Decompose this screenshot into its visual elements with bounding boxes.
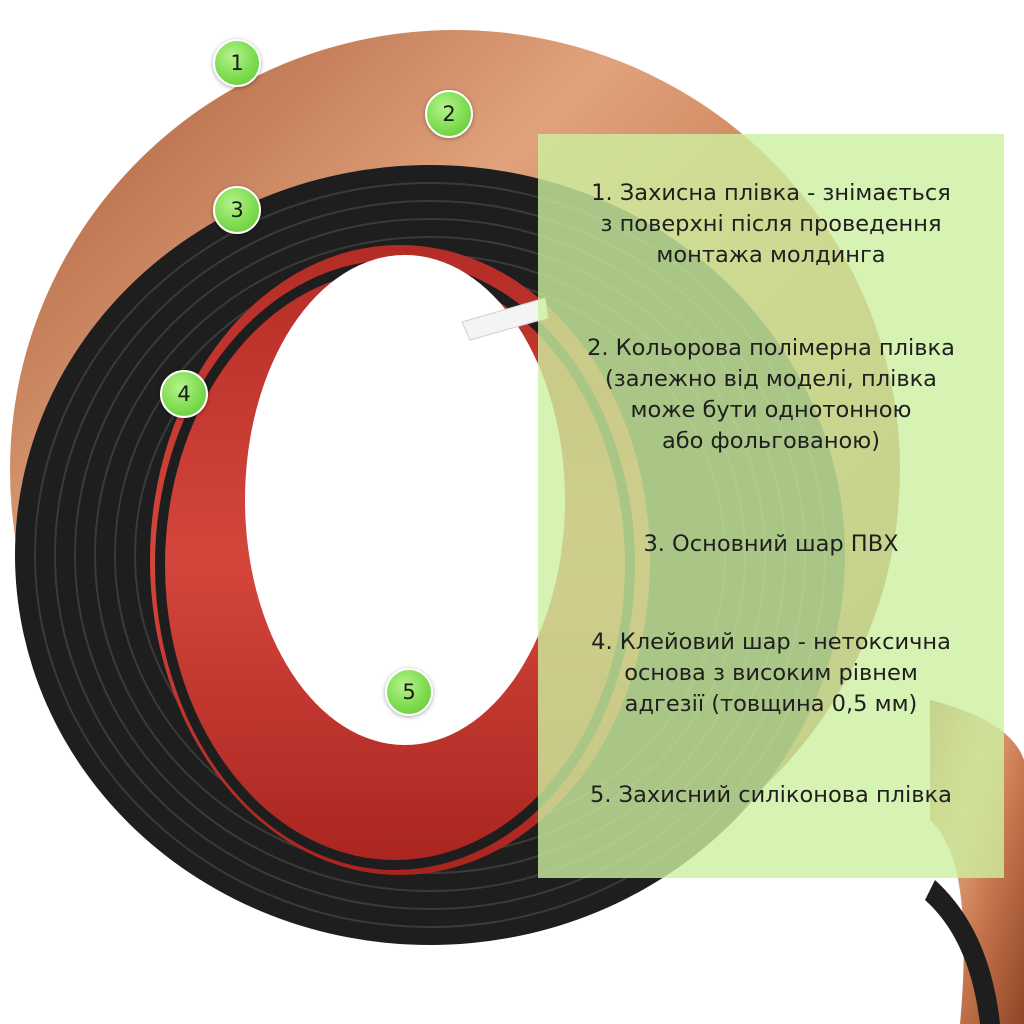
- legend-item-protective-film: 1. Захисна плівка - знімається з поверхн…: [546, 178, 996, 271]
- legend-line: 1. Захисна плівка - знімається: [591, 180, 951, 206]
- legend-line: 2. Кольорова полімерна плівка: [587, 335, 955, 361]
- callout-marker-2: 2: [425, 90, 473, 138]
- callout-marker-5: 5: [385, 668, 433, 716]
- legend-item-color-film: 2. Кольорова полімерна плівка (залежно в…: [546, 333, 996, 457]
- legend-panel: 1. Захисна плівка - знімається з поверхн…: [538, 134, 1004, 878]
- legend-line: 4. Клейовий шар - нетоксична: [591, 629, 951, 655]
- legend-line: адгезії (товщина 0,5 мм): [624, 691, 918, 717]
- legend-line: 5. Захисний силіконова плівка: [590, 782, 952, 808]
- callout-marker-1: 1: [213, 39, 261, 87]
- legend-item-pvc-base: 3. Основний шар ПВХ: [546, 529, 996, 560]
- legend-line: 3. Основний шар ПВХ: [643, 531, 899, 557]
- legend-line: монтажа молдинга: [656, 242, 886, 268]
- roll-center-hole: [245, 255, 565, 745]
- tail-dark-edge: [925, 880, 1000, 1024]
- legend-line: або фольгованою): [661, 428, 881, 454]
- legend-line: (залежно від моделі, плівка: [605, 366, 937, 392]
- callout-marker-4: 4: [160, 370, 208, 418]
- callout-marker-3: 3: [213, 186, 261, 234]
- legend-item-silicone-liner: 5. Захисний силіконова плівка: [546, 780, 996, 811]
- legend-line: з поверхні після проведення: [600, 211, 942, 237]
- legend-item-adhesive: 4. Клейовий шар - нетоксична основа з ви…: [546, 627, 996, 720]
- legend-line: основа з високим рівнем: [624, 660, 918, 686]
- legend-line: може бути однотонною: [630, 397, 912, 423]
